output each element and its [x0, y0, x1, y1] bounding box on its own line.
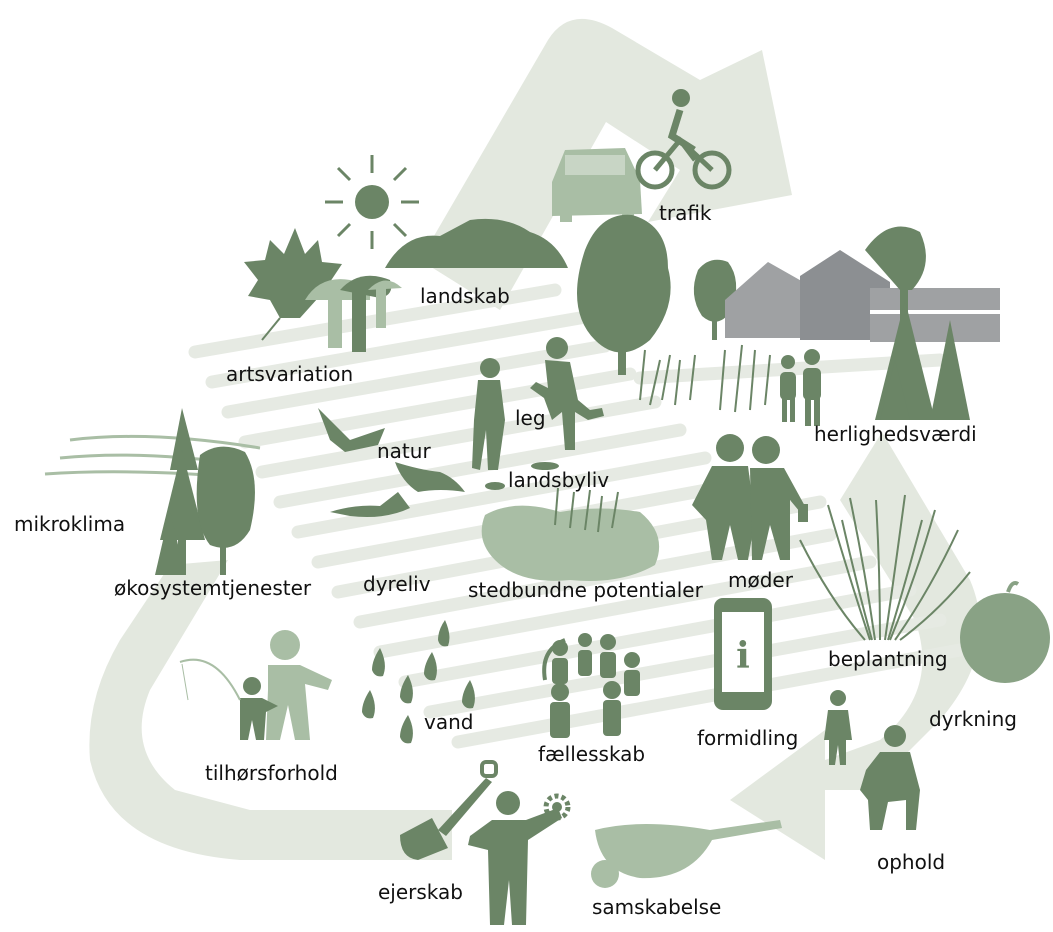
label-landskab: landskab	[420, 284, 510, 308]
label-leg: leg	[515, 406, 546, 430]
label-landsbyliv: landsbyliv	[508, 468, 610, 492]
raindrops-icon	[362, 620, 475, 744]
label-mikroklima: mikroklima	[14, 512, 126, 536]
mushrooms-icon	[305, 275, 402, 352]
conifer-trees-icon	[865, 226, 970, 420]
birds-icon	[318, 408, 465, 517]
children-playing-icon	[472, 337, 604, 470]
label-ophold: ophold	[877, 850, 946, 874]
label-ejerskab: ejerskab	[378, 880, 463, 904]
ecosystem-trees-icon	[155, 408, 255, 575]
apple-icon	[960, 581, 1050, 683]
pond-icon	[481, 505, 660, 581]
car-icon	[552, 148, 642, 222]
label-beplantning: beplantning	[828, 647, 948, 671]
label-trafik: trafik	[659, 201, 712, 225]
elderly-couple-icon	[780, 349, 821, 426]
label-dyreliv: dyreliv	[363, 572, 431, 596]
label-faellesskab: fællesskab	[538, 742, 646, 766]
parent-child-icon	[179, 630, 332, 740]
community-circle-icon	[542, 633, 640, 738]
label-dyrkning: dyrkning	[929, 707, 1017, 731]
people-meeting-icon	[692, 434, 808, 560]
person-gear-icon	[468, 791, 571, 925]
label-tilhorsforhold: tilhørsforhold	[205, 761, 338, 785]
stepping-stones-icon	[485, 462, 559, 490]
smartphone-info-icon: i	[714, 598, 772, 710]
label-vand: vand	[424, 710, 474, 734]
spade-icon	[400, 760, 498, 860]
seated-person-icon	[860, 725, 920, 830]
grass-tuft-icon	[799, 494, 971, 641]
label-okosystemtjenester: økosystemtjenester	[114, 576, 312, 600]
tree-icon	[577, 214, 671, 375]
label-natur: natur	[377, 439, 431, 463]
label-herlighedsvaerdi: herlighedsværdi	[814, 422, 977, 446]
cyclist-icon	[635, 89, 732, 190]
hills-icon	[385, 218, 568, 268]
reeds-icon	[639, 344, 771, 413]
sun-icon	[325, 155, 419, 249]
houses-icon	[725, 250, 1000, 342]
child-icon	[824, 690, 852, 765]
label-moder: møder	[728, 568, 793, 592]
pond-reeds-icon	[554, 487, 619, 533]
label-samskabelse: samskabelse	[592, 895, 722, 919]
svg-text:i: i	[736, 635, 750, 677]
label-artsvariation: artsvariation	[226, 362, 354, 386]
wheelbarrow-icon	[591, 820, 782, 888]
label-formidling: formidling	[697, 726, 799, 750]
label-stedbundne-potentialer: stedbundne potentialer	[468, 578, 703, 602]
